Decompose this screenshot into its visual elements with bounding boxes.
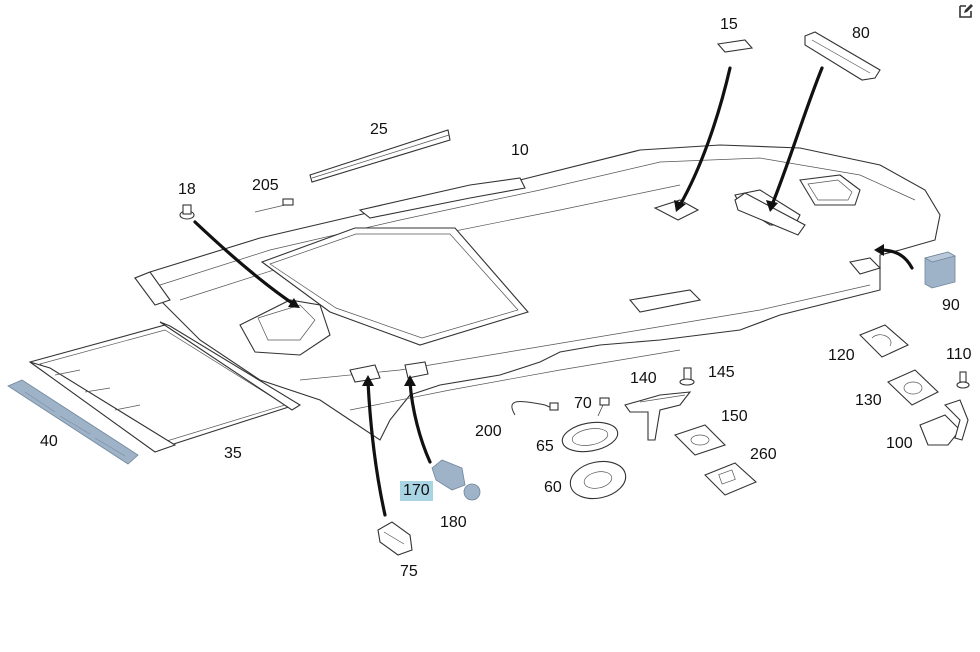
callout-90: 90 — [942, 297, 960, 314]
sun-blind-panel — [28, 321, 302, 453]
callout-40: 40 — [40, 433, 58, 450]
part-40-strip — [7, 379, 139, 465]
part-120-plate — [859, 324, 910, 358]
part-25-trim-strip — [309, 129, 451, 183]
callout-205: 205 — [252, 177, 279, 194]
part-130-frame — [887, 369, 939, 406]
part-18-clip — [179, 204, 195, 220]
part-150-plate — [673, 424, 727, 456]
callout-170-highlighted: 170 — [400, 481, 433, 501]
part-90-block — [923, 251, 957, 289]
callout-145: 145 — [708, 364, 735, 381]
part-80-light-housing — [734, 31, 881, 236]
callout-25: 25 — [370, 121, 388, 138]
callout-260: 260 — [750, 446, 777, 463]
callout-60: 60 — [544, 479, 562, 496]
callout-70: 70 — [574, 395, 592, 412]
part-15-pad — [716, 39, 754, 53]
callout-150: 150 — [721, 408, 748, 425]
callout-10: 10 — [511, 142, 529, 159]
callout-180: 180 — [440, 514, 467, 531]
callout-120: 120 — [828, 347, 855, 364]
callout-65: 65 — [536, 438, 554, 455]
callout-arrows — [193, 66, 914, 517]
callout-200: 200 — [475, 423, 502, 440]
callout-35: 35 — [224, 445, 242, 462]
callout-110: 110 — [946, 346, 972, 363]
part-180-plug — [463, 483, 481, 501]
callout-18: 18 — [178, 181, 196, 198]
part-145-bolt — [679, 367, 695, 386]
callout-140: 140 — [630, 370, 657, 387]
part-70-screw — [597, 397, 610, 417]
callout-15: 15 — [720, 16, 738, 33]
callout-75: 75 — [400, 563, 418, 580]
part-200-wire — [511, 400, 559, 416]
part-140-bracket — [624, 391, 692, 441]
part-100-lamp-bracket — [919, 399, 969, 446]
part-65-ring — [561, 421, 619, 453]
part-110-bolt — [956, 371, 970, 389]
callout-100: 100 — [886, 435, 913, 452]
part-260-plate — [704, 462, 758, 496]
part-170-connector — [431, 459, 466, 491]
part-205-clip — [254, 198, 294, 213]
callout-80: 80 — [852, 25, 870, 42]
open-in-new-icon[interactable] — [958, 3, 974, 19]
part-75-lamp — [377, 521, 413, 556]
callout-130: 130 — [855, 392, 882, 409]
part-60-bezel — [569, 460, 627, 500]
